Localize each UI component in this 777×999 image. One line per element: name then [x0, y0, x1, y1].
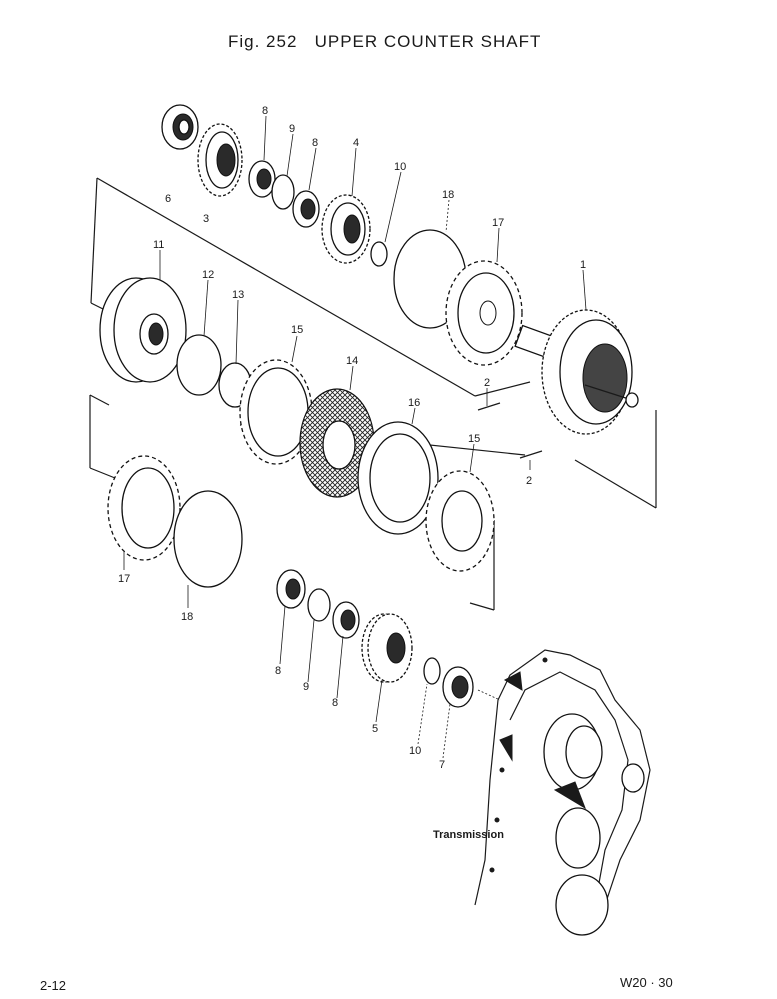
callout-9: 9 [289, 123, 295, 135]
part-9-snap-ring-upper [271, 174, 295, 210]
callout-10: 10 [409, 745, 421, 757]
callout-8: 8 [275, 665, 281, 677]
callout-15: 15 [468, 433, 480, 445]
page-number: 2-12 [40, 978, 66, 993]
part-10-ring-upper [370, 241, 388, 267]
callout-18: 18 [442, 189, 454, 201]
part-8-bearing-upper-a [248, 160, 276, 198]
callout-14: 14 [346, 355, 358, 367]
callout-12: 12 [202, 269, 214, 281]
callout-3: 3 [203, 213, 209, 225]
callout-10: 10 [394, 161, 406, 173]
callout-8: 8 [312, 137, 318, 149]
callout-2: 2 [484, 377, 490, 389]
part-1-drum-shaft [514, 309, 639, 435]
part-10-ring-lower [423, 657, 441, 685]
part-16-separator [357, 421, 439, 535]
callout-18: 18 [181, 611, 193, 623]
part-5-gear [361, 613, 413, 683]
figure-title: Fig. 252 UPPER COUNTER SHAFT [228, 32, 541, 51]
callout-1: 1 [580, 259, 586, 271]
part-12-seal-ring [176, 334, 222, 396]
part-9-snap-ring-lower [307, 588, 331, 622]
callout-9: 9 [303, 681, 309, 693]
part-4-gear [321, 194, 371, 264]
callout-16: 16 [408, 397, 420, 409]
part-6-bearing [161, 104, 199, 150]
callout-5: 5 [372, 723, 378, 735]
model-code: W20 · 30 [620, 975, 673, 990]
callout-6: 6 [165, 193, 171, 205]
callout-17: 17 [492, 217, 504, 229]
part-11-piston [99, 277, 187, 383]
transmission-case [474, 649, 651, 936]
callout-13: 13 [232, 289, 244, 301]
part-8-bearing-upper-b [292, 190, 320, 228]
callout-8: 8 [262, 105, 268, 117]
part-14-friction-disc [299, 388, 375, 498]
part-8-bearing-lower-a [276, 569, 306, 609]
callout-17: 17 [118, 573, 130, 585]
callout-4: 4 [353, 137, 359, 149]
callout-7: 7 [439, 759, 445, 771]
part-2-pins [477, 402, 543, 459]
callout-2: 2 [526, 475, 532, 487]
part-15-plate-lower [425, 470, 495, 572]
part-3-gear [197, 123, 243, 197]
part-8-bearing-lower-b [332, 601, 360, 639]
callout-11: 11 [153, 239, 164, 251]
part-17-gear-ring-upper [445, 260, 523, 366]
part-18-snap-ring-lower [173, 490, 243, 588]
callout-leaders [123, 115, 587, 759]
part-7-bearing [442, 666, 474, 708]
callout-labels: 6 3 8 9 8 4 10 18 17 1 11 12 13 15 14 16… [118, 105, 586, 771]
part-17-gear-ring-lower [107, 455, 181, 561]
callout-8: 8 [332, 697, 338, 709]
callout-15: 15 [291, 324, 303, 336]
transmission-label: Transmission [433, 829, 504, 841]
